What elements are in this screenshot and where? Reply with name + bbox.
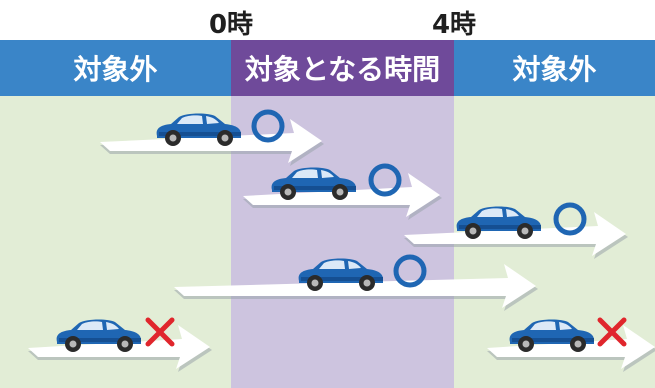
time-label-start: 0時 bbox=[208, 10, 254, 40]
arrow-icon bbox=[404, 212, 626, 256]
header-target-period: 対象となる時間 bbox=[231, 40, 454, 96]
car-icon bbox=[456, 206, 541, 239]
cross-icon bbox=[597, 317, 627, 347]
circle-icon bbox=[251, 109, 285, 143]
vehicle-row bbox=[243, 163, 442, 220]
time-label-end: 4時 bbox=[431, 10, 477, 40]
car-icon bbox=[56, 319, 141, 352]
car-icon bbox=[298, 258, 383, 291]
arrow-icon bbox=[100, 119, 322, 163]
car-icon bbox=[509, 319, 594, 352]
header-outside-right: 対象外 bbox=[454, 40, 655, 96]
vehicle-row bbox=[404, 202, 628, 259]
vehicle-row bbox=[100, 109, 324, 166]
header-outside-left: 対象外 bbox=[0, 40, 231, 96]
circle-icon bbox=[368, 163, 402, 197]
arrow-icon bbox=[174, 264, 536, 308]
cross-icon bbox=[145, 317, 175, 347]
circle-icon bbox=[553, 202, 587, 236]
car-icon bbox=[271, 167, 356, 200]
vehicle-row bbox=[28, 317, 212, 372]
vehicle-row bbox=[487, 317, 655, 372]
vehicle-row bbox=[174, 254, 538, 311]
car-icon bbox=[156, 113, 241, 146]
circle-icon bbox=[393, 254, 427, 288]
